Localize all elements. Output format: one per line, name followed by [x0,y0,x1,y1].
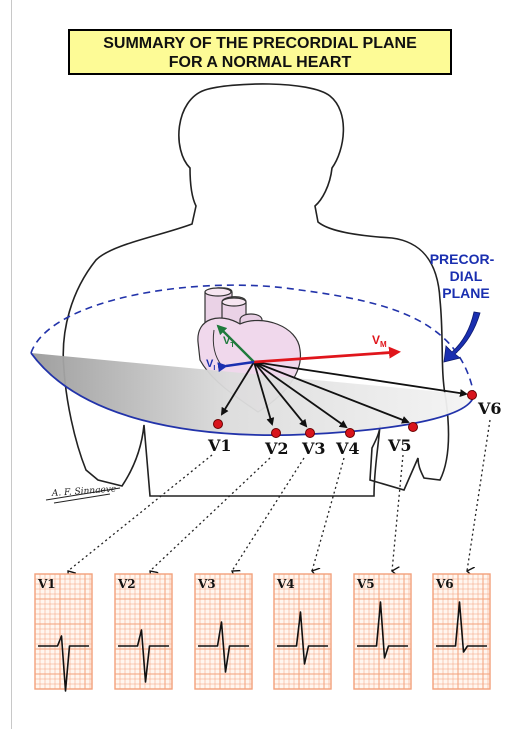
electrode-v6 [468,391,477,400]
electrode-v4 [346,429,355,438]
ecg-strip-label: V4 [276,577,295,591]
plane-label-line-3: PLANE [442,285,489,301]
ecg-strips: V1 V2 V3 V4 V5 V6 [35,574,490,691]
lead-label-v1: V1 [207,436,232,455]
plane-label-line-2: DIAL [450,268,483,284]
ecg-strip-4: V4 [274,574,331,689]
electrode-v1 [214,420,223,429]
plane-label-line-1: PRECOR- [430,251,495,267]
ecg-strip-2: V2 [115,574,172,689]
ecg-strip-label: V1 [37,577,56,591]
lead-label-v5: V5 [387,436,412,455]
plane-pointer-arrow [444,312,480,362]
ecg-strip-3: V3 [195,574,252,689]
lead-label-v3: V3 [301,439,326,458]
lead-label-v4: V4 [335,439,360,458]
ecg-strip-1: V1 [35,574,92,691]
ecg-strip-label: V6 [435,577,454,591]
ecg-strip-label: V5 [356,577,375,591]
ecg-strip-label: V2 [117,577,136,591]
ecg-strip-6: V6 [433,574,490,689]
ecg-strip-label: V3 [197,577,216,591]
author-signature: A. F. Sinnaeve [46,485,120,503]
ecg-strip-5: V5 [354,574,411,689]
electrode-v2 [272,429,281,438]
ecg-paper [195,574,252,689]
electrode-v3 [306,429,315,438]
lead-label-v2: V2 [264,439,289,458]
ecg-paper [115,574,172,689]
signature-text: A. F. Sinnaeve [51,485,117,500]
dotted-arrow-v6 [467,420,490,571]
lead-label-v6: V6 [477,399,502,418]
electrode-v5 [409,423,418,432]
